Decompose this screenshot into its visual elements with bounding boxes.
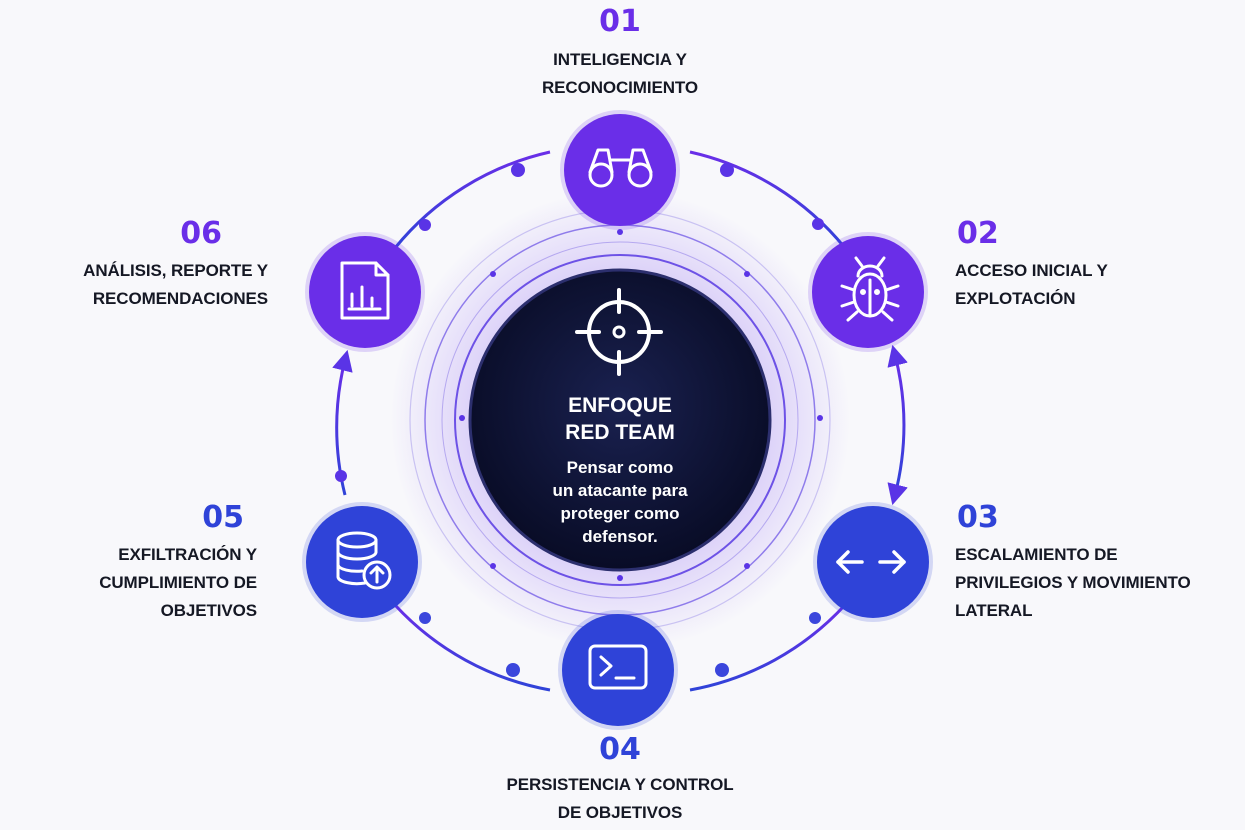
stage-02-number: 02 — [957, 216, 999, 251]
center-title-line1: ENFOQUE — [568, 394, 672, 417]
ring-dots — [335, 163, 824, 677]
stage-03-circle — [817, 506, 929, 618]
stage-01-circle — [564, 114, 676, 226]
stage-05-number: 05 — [202, 500, 244, 535]
center-subtitle-line: un atacante para — [552, 481, 688, 500]
stage-02-label: ACCESO INICIAL Y EXPLOTACIÓN — [955, 257, 1215, 313]
stage-01-number: 01 — [599, 4, 641, 39]
center-title: ENFOQUE RED TEAM — [520, 392, 720, 446]
stage-06-label: ANÁLISIS, REPORTE Y RECOMENDACIONES — [0, 257, 268, 313]
stage-04-circle — [562, 614, 674, 726]
stage-05-circle — [306, 506, 418, 618]
inner-ring-dots — [459, 229, 823, 581]
stage-05-label: EXFILTRACIÓN Y CUMPLIMIENTO DE OBJETIVOS — [0, 541, 257, 625]
stage-01-label-line: INTELIGENCIA Y — [553, 50, 687, 69]
stage-03-number: 03 — [957, 500, 999, 535]
center-title-line2: RED TEAM — [565, 421, 675, 444]
ring-segment-3-4 — [689, 603, 847, 692]
stage-05-label-line: EXFILTRACIÓN Y — [118, 545, 257, 564]
database-upload-icon — [336, 531, 392, 590]
stage-06-label-line: ANÁLISIS, REPORTE Y — [83, 261, 268, 280]
crosshair-icon — [575, 288, 663, 376]
binoculars-icon — [588, 148, 653, 188]
stage-03-label-line: ESCALAMIENTO DE — [955, 545, 1118, 564]
center-subtitle-line: Pensar como — [566, 458, 674, 477]
stage-03-label: ESCALAMIENTO DE PRIVILEGIOS Y MOVIMIENTO… — [955, 541, 1235, 625]
ring-segment-1-2 — [689, 150, 847, 249]
ring-segment-6-1 — [393, 150, 551, 249]
stage-01-label: INTELIGENCIA Y RECONOCIMIENTO — [470, 46, 770, 102]
stage-06-circle — [309, 236, 421, 348]
stage-04-label-line: PERSISTENCIA Y CONTROL — [506, 775, 734, 794]
stage-06-label-line: RECOMENDACIONES — [92, 289, 268, 308]
bug-icon — [840, 256, 900, 322]
stage-02-circle — [812, 236, 924, 348]
stage-04-label-line: DE OBJETIVOS — [557, 803, 683, 822]
stage-04-label: PERSISTENCIA Y CONTROL DE OBJETIVOS — [450, 771, 790, 827]
stage-02-label-line: EXPLOTACIÓN — [955, 289, 1076, 308]
center-circle — [468, 268, 772, 572]
center-subtitle-line: proteger como — [560, 504, 680, 523]
report-chart-icon — [340, 261, 390, 320]
stage-04-number: 04 — [599, 732, 641, 767]
stage-03-label-line: LATERAL — [955, 601, 1033, 620]
stage-05-label-line: CUMPLIMIENTO DE — [99, 573, 257, 592]
terminal-icon — [588, 644, 648, 690]
stage-05-label-line: OBJETIVOS — [160, 601, 258, 620]
stage-03-label-line: PRIVILEGIOS Y MOVIMIENTO — [955, 573, 1191, 592]
arrows-left-right-icon — [836, 550, 906, 574]
ring-segment-4-5 — [393, 603, 551, 692]
stage-06-number: 06 — [180, 216, 222, 251]
outer-ring — [332, 150, 908, 692]
center-subtitle: Pensar como un atacante para proteger co… — [515, 456, 725, 548]
center-subtitle-line: defensor. — [582, 527, 658, 546]
stage-02-label-line: ACCESO INICIAL Y — [955, 261, 1108, 280]
stage-01-label-line: RECONOCIMIENTO — [541, 78, 699, 97]
ring-segment-2-3 — [887, 344, 908, 506]
